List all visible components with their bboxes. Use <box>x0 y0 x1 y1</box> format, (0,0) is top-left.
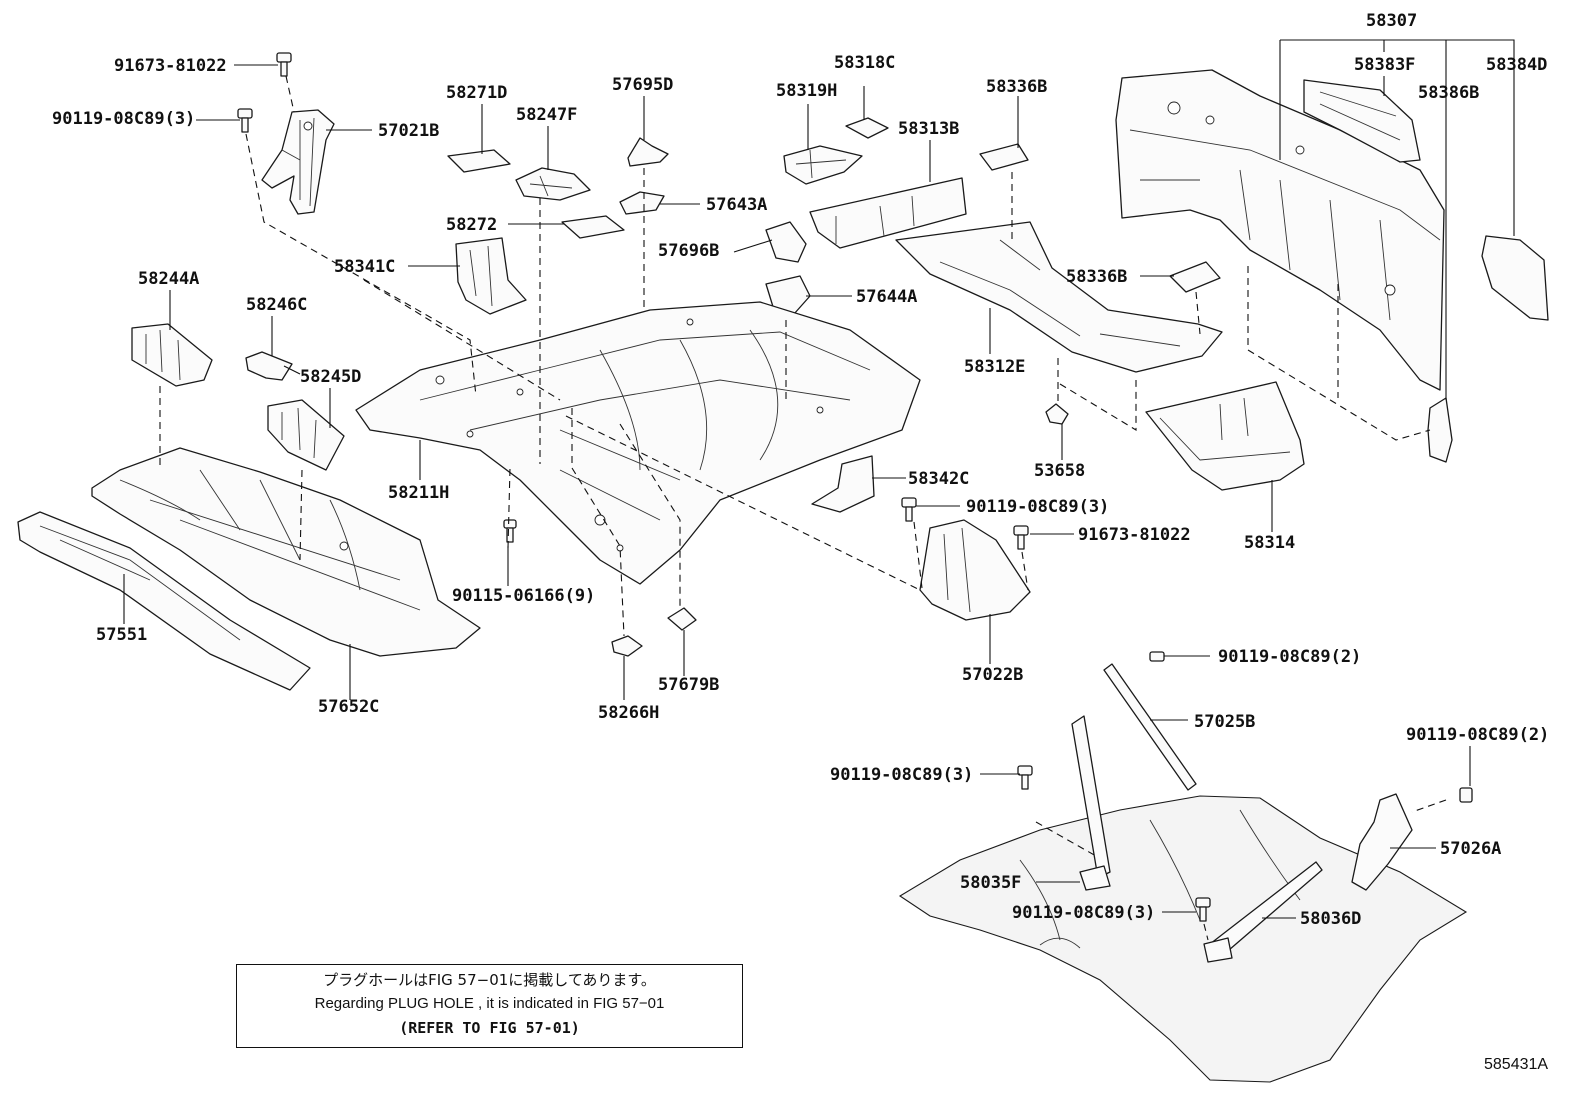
label-58341c: 58341C <box>334 257 395 277</box>
label-58266h: 58266H <box>598 703 659 723</box>
part-58307-rear-panel <box>1115 69 1445 391</box>
part-58318c-bracket <box>845 117 889 139</box>
label-90119-08c89-2-top: 90119-08C89(2) <box>1218 647 1361 667</box>
label-57696b: 57696B <box>658 241 719 261</box>
part-58342c-bracket <box>811 455 875 513</box>
label-57652c: 57652C <box>318 697 379 717</box>
label-58312e: 58312E <box>964 357 1025 377</box>
label-57643a: 57643A <box>706 195 767 215</box>
label-57022b: 57022B <box>962 665 1023 685</box>
part-57643a-piece <box>619 191 665 215</box>
label-91673-81022-mid: 91673-81022 <box>1078 525 1191 545</box>
label-53658: 53658 <box>1034 461 1085 481</box>
part-58271d-pad <box>447 149 511 173</box>
part-57696b-piece <box>765 221 807 263</box>
label-90119-08c89-3-mid: 90119-08C89(3) <box>966 497 1109 517</box>
plug-hole-note: プラグホールはFIG 57−01に掲載してあります。 Regarding PLU… <box>236 964 743 1048</box>
label-91673-81022-top: 91673-81022 <box>114 56 227 76</box>
label-58319h: 58319H <box>776 81 837 101</box>
label-58271d: 58271D <box>446 83 507 103</box>
label-90119-08c89-2-right: 90119-08C89(2) <box>1406 725 1549 745</box>
bolt-90119-08c89-lower-center <box>1195 897 1211 922</box>
bolt-90115-06166 <box>503 519 517 543</box>
part-58247f-bracket <box>515 167 591 201</box>
part-58383f-panel <box>1303 79 1421 163</box>
note-english-text: Regarding PLUG HOLE , it is indicated in… <box>314 995 665 1012</box>
bolt-91673-81022-mid <box>1013 525 1029 550</box>
part-57695d-piece <box>627 137 669 167</box>
label-58386b: 58386B <box>1418 83 1479 103</box>
label-58036d: 58036D <box>1300 909 1361 929</box>
part-58336b-upper <box>979 143 1029 171</box>
part-58266h-clip <box>611 635 643 657</box>
part-57026a-bracket <box>1351 793 1413 891</box>
part-58036d-brace <box>1203 861 1323 963</box>
part-57022b-bracket <box>919 519 1031 621</box>
label-58318c: 58318C <box>834 53 895 73</box>
part-58314-panel <box>1145 381 1305 491</box>
part-58211h-floor-pan <box>355 301 921 585</box>
label-58245d: 58245D <box>300 367 361 387</box>
label-57021b: 57021B <box>378 121 439 141</box>
part-57652c-pan <box>91 447 481 657</box>
label-57644a: 57644A <box>856 287 917 307</box>
part-58386b-bracket <box>1427 397 1453 463</box>
label-58336b-right: 58336B <box>1066 267 1127 287</box>
part-58312e-member <box>895 221 1223 373</box>
label-57679b: 57679B <box>658 675 719 695</box>
note-reference-text: (REFER TO FIG 57-01) <box>399 1019 580 1037</box>
part-57025b-brace <box>1103 663 1197 791</box>
part-58272-pad <box>561 215 625 239</box>
part-58245d-bracket <box>267 399 345 471</box>
part-57021b-bracket <box>261 109 335 215</box>
label-57695d: 57695D <box>612 75 673 95</box>
label-58035f: 58035F <box>960 873 1021 893</box>
label-58307: 58307 <box>1366 11 1417 31</box>
dashed-assembly-lines <box>159 75 1447 941</box>
label-57026a: 57026A <box>1440 839 1501 859</box>
bolt-90119-08c89-top-left <box>237 108 253 133</box>
label-57551: 57551 <box>96 625 147 645</box>
part-58246c-bracket <box>245 351 293 381</box>
label-58244a: 58244A <box>138 269 199 289</box>
label-58336b-top: 58336B <box>986 77 1047 97</box>
part-labels: 58307 91673-81022 58318C 58336B 58383F 5… <box>52 11 1549 929</box>
bolt-90119-08c89-lower-upper <box>1149 651 1165 662</box>
diagram-code: 585431A <box>1484 1056 1549 1073</box>
label-58272: 58272 <box>446 215 497 235</box>
part-58384d-panel <box>1481 235 1549 321</box>
bolt-91673-81022-top-left <box>276 52 292 77</box>
label-58313b: 58313B <box>898 119 959 139</box>
bolt-90119-08c89-mid <box>901 497 917 522</box>
leader-lines <box>123 39 1515 919</box>
label-90115-06166-9: 90115-06166(9) <box>452 586 595 606</box>
label-58384d: 58384D <box>1486 55 1547 75</box>
label-90119-08c89-3-lower-center: 90119-08C89(3) <box>1012 903 1155 923</box>
label-58247f: 58247F <box>516 105 577 125</box>
part-58336b-lower <box>1169 261 1221 293</box>
label-58342c: 58342C <box>908 469 969 489</box>
part-58313b-member <box>809 177 967 249</box>
label-58246c: 58246C <box>246 295 307 315</box>
part-58244a-bracket <box>131 323 213 387</box>
part-58341c-bracket <box>455 237 527 315</box>
part-57551-side-member <box>17 511 311 691</box>
label-57025b: 57025B <box>1194 712 1255 732</box>
part-57679b-clip <box>667 607 697 631</box>
bolt-90119-08c89-lower-right <box>1459 787 1473 803</box>
label-90119-08c89-3-top: 90119-08C89(3) <box>52 109 195 129</box>
label-58383f: 58383F <box>1354 55 1415 75</box>
label-58211h: 58211H <box>388 483 449 503</box>
label-58314: 58314 <box>1244 533 1295 553</box>
note-japanese-text: プラグホールはFIG 57−01に掲載してあります。 <box>323 971 656 989</box>
part-58319h-bracket <box>783 145 863 185</box>
part-53658-clip <box>1045 403 1069 425</box>
label-90119-08c89-3-lower-left: 90119-08C89(3) <box>830 765 973 785</box>
part-58035f-brace <box>1071 715 1111 891</box>
bolt-90119-08c89-lower-left <box>1017 765 1033 790</box>
